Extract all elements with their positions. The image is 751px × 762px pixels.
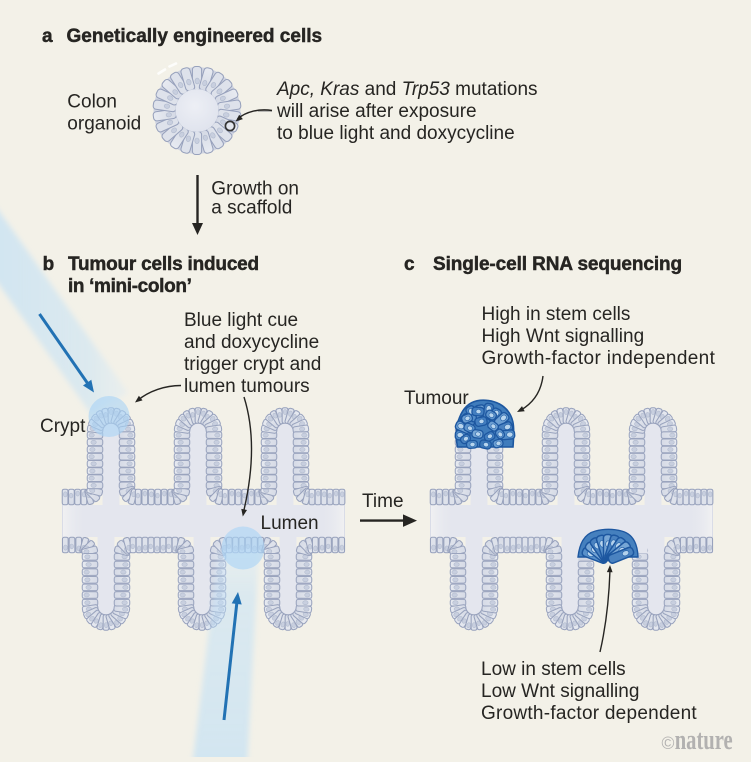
svg-text:Blue light cue: Blue light cue <box>184 310 298 331</box>
svg-text:Growth on: Growth on <box>211 179 299 200</box>
svg-text:Tumour: Tumour <box>404 388 469 409</box>
svg-text:Apc, Kras and Trp53 mutations: Apc, Kras and Trp53 mutations <box>276 79 538 100</box>
svg-text:c: c <box>404 254 415 275</box>
svg-text:Tumour cells induced: Tumour cells induced <box>68 254 259 275</box>
svg-text:Lumen: Lumen <box>261 513 319 534</box>
svg-text:will arise after exposure: will arise after exposure <box>276 101 477 122</box>
svg-text:Crypt: Crypt <box>40 416 86 437</box>
svg-text:a: a <box>42 26 53 47</box>
svg-text:Low in stem cells: Low in stem cells <box>481 659 626 680</box>
svg-text:©: © <box>662 733 675 753</box>
svg-text:Growth-factor independent: Growth-factor independent <box>482 348 716 369</box>
svg-text:nature: nature <box>675 725 733 756</box>
svg-text:High Wnt signalling: High Wnt signalling <box>482 326 645 347</box>
svg-text:to blue light and doxycycline: to blue light and doxycycline <box>277 123 515 144</box>
svg-text:Growth-factor dependent: Growth-factor dependent <box>481 703 697 724</box>
svg-text:High in stem cells: High in stem cells <box>482 304 631 325</box>
svg-text:lumen tumours: lumen tumours <box>184 376 310 397</box>
svg-text:Genetically engineered cells: Genetically engineered cells <box>67 26 323 47</box>
svg-text:in ‘mini-colon’: in ‘mini-colon’ <box>68 276 192 297</box>
svg-text:Time: Time <box>362 491 404 512</box>
svg-text:a scaffold: a scaffold <box>211 198 292 219</box>
svg-text:trigger crypt and: trigger crypt and <box>184 354 321 375</box>
svg-text:and doxycycline: and doxycycline <box>184 332 319 353</box>
svg-text:Single-cell RNA sequencing: Single-cell RNA sequencing <box>433 254 682 275</box>
svg-text:b: b <box>43 254 55 275</box>
svg-text:organoid: organoid <box>67 113 141 134</box>
svg-text:Colon: Colon <box>67 92 117 113</box>
svg-text:Low Wnt signalling: Low Wnt signalling <box>481 681 639 702</box>
